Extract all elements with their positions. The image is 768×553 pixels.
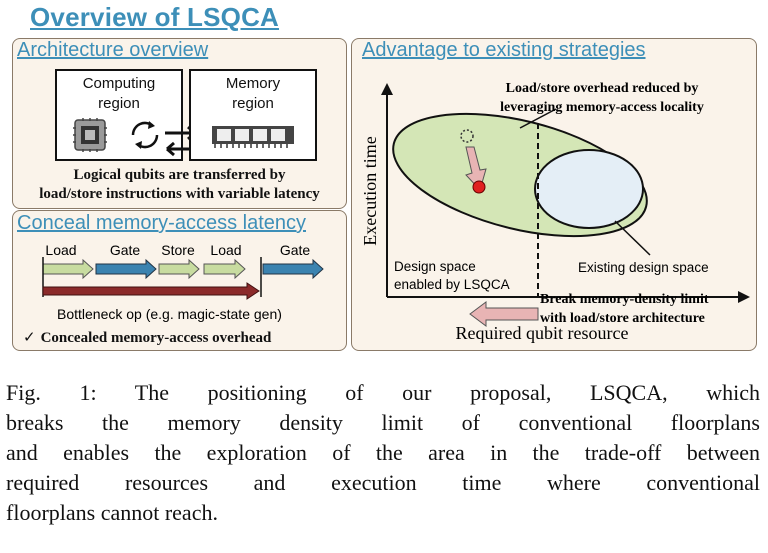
- x-axis-label: Required qubit resource: [456, 323, 629, 343]
- gate-arrow-2: [262, 258, 324, 280]
- break-label-2: with load/store architecture: [540, 311, 705, 326]
- step-gate-1: Gate: [110, 242, 141, 258]
- memory-module-icon: [212, 126, 294, 148]
- conceal-panel: Conceal memory-access latency Load Gate …: [12, 210, 347, 351]
- figure-caption: Fig. 1: The positioning of our proposal,…: [6, 378, 760, 528]
- design-space-label-1: Design space: [394, 259, 476, 274]
- chip-icon: [73, 118, 107, 152]
- tradeoff-plot: Execution time Required qubit resource L…: [360, 81, 750, 343]
- conceal-heading: Conceal memory-access latency: [17, 212, 306, 234]
- conceal-result: ✓Concealed memory-access overhead: [23, 328, 271, 347]
- computing-label-2: region: [98, 95, 140, 112]
- memory-label-1: Memory: [225, 75, 281, 92]
- architecture-panel: Architecture overview Computing region M…: [12, 38, 347, 209]
- bottleneck-arrow: [42, 282, 260, 300]
- caption-line-5: floorplans cannot reach.: [6, 500, 218, 525]
- caption-line-3: and enables the exploration of the area …: [6, 440, 760, 465]
- existing-space-label: Existing design space: [578, 260, 709, 275]
- architecture-heading: Architecture overview: [17, 39, 209, 61]
- architecture-note-2: load/store instructions with variable la…: [39, 186, 320, 202]
- caption-line-4: required resources and execution time wh…: [6, 470, 760, 495]
- x-axis-arrowhead: [738, 291, 750, 303]
- gate-arrow-1: [95, 258, 157, 280]
- existing-pointer: [614, 220, 651, 256]
- advantage-heading: Advantage to existing strategies: [362, 39, 646, 61]
- improvement-arrow: [465, 146, 487, 191]
- step-load-2: Load: [210, 242, 241, 258]
- load-arrow-1: [42, 258, 94, 280]
- original-point-marker: [460, 129, 474, 143]
- architecture-note-1: Logical qubits are transferred by: [73, 167, 286, 183]
- caption-line-1: Fig. 1: The positioning of our proposal,…: [6, 380, 760, 405]
- annotation-pointer: [519, 108, 557, 129]
- y-axis-arrowhead: [381, 83, 393, 95]
- bottleneck-label: Bottleneck op (e.g. magic-state gen): [57, 306, 282, 322]
- existing-design-space: [534, 149, 644, 229]
- pipeline-diagram: Load Gate Store Load Gate Bottleneck op …: [42, 242, 324, 322]
- caption-line-2: breaks the memory density limit of conve…: [6, 410, 760, 435]
- annotation-line-2: leveraging memory-access locality: [500, 100, 704, 115]
- step-load-1: Load: [45, 242, 76, 258]
- lsqca-point: [472, 180, 486, 194]
- break-limit-arrow: [469, 301, 539, 327]
- break-label-1: Break memory-density limit: [540, 292, 709, 307]
- computing-region-box: Computing region: [55, 69, 183, 161]
- design-space-label-2: enabled by LSQCA: [394, 277, 510, 292]
- memory-region-box: Memory region: [189, 69, 317, 161]
- computing-label-1: Computing: [82, 75, 156, 92]
- advantage-panel: Advantage to existing strategies Executi…: [351, 38, 757, 351]
- cycle-icon: [131, 121, 159, 149]
- y-axis-label: Execution time: [360, 136, 380, 245]
- memory-label-2: region: [232, 95, 274, 112]
- load-arrow-2: [203, 258, 246, 280]
- store-arrow: [158, 258, 200, 280]
- step-store: Store: [161, 242, 195, 258]
- figure-title: Overview of LSQCA: [30, 2, 280, 32]
- check-icon: ✓: [23, 330, 36, 346]
- conceal-result-text: Concealed memory-access overhead: [40, 330, 272, 346]
- step-gate-2: Gate: [280, 242, 311, 258]
- annotation-line-1: Load/store overhead reduced by: [506, 81, 699, 96]
